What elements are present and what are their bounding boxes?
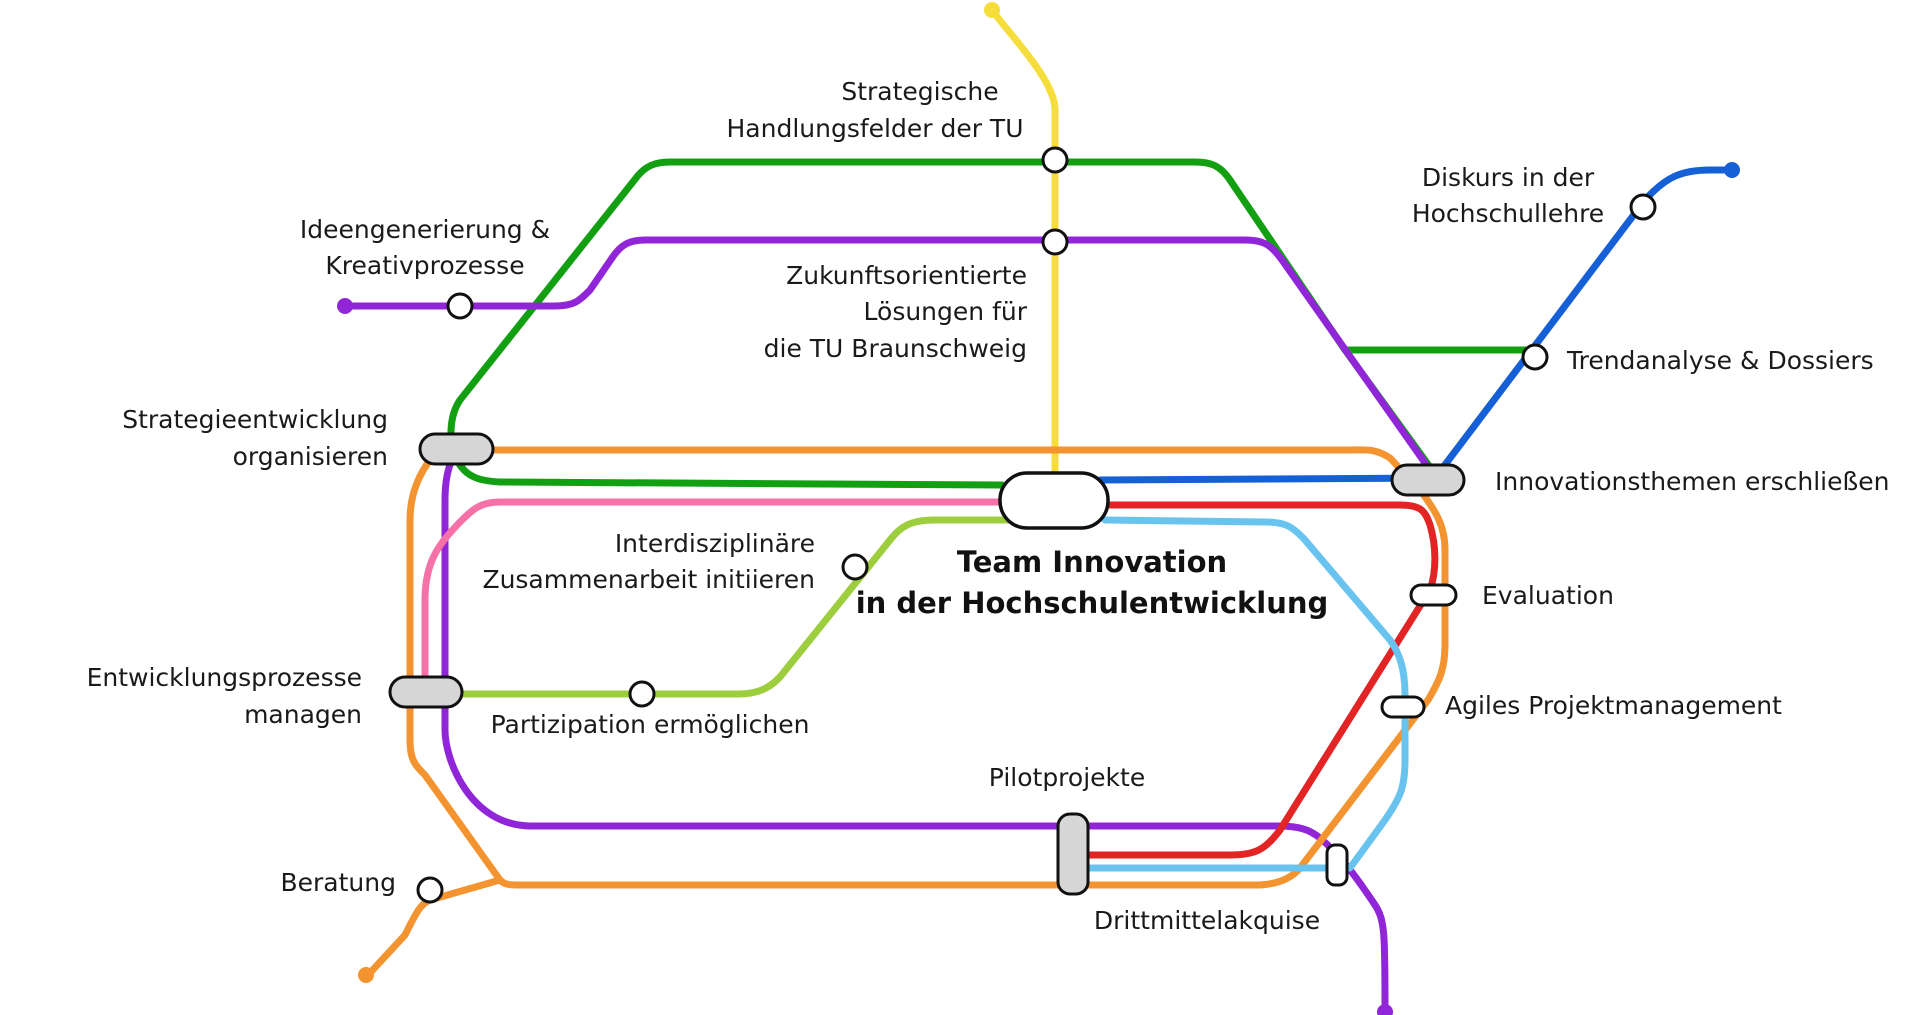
label-interdis-1: Interdisziplinäre bbox=[615, 529, 815, 558]
line-red bbox=[1064, 501, 1439, 859]
hub-strategieentwicklung bbox=[418, 432, 495, 466]
label-beratung: Beratung bbox=[281, 868, 397, 897]
label-partizipation: Partizipation ermöglichen bbox=[491, 710, 810, 739]
label-diskurs-1: Diskurs in der bbox=[1422, 163, 1595, 192]
label-interdis-2: Zusammenarbeit initiieren bbox=[482, 565, 815, 594]
label-drittmittel: Drittmittelakquise bbox=[1094, 906, 1320, 935]
label-entwicklung-2: managen bbox=[244, 700, 362, 729]
label-zukunft-1: Zukunftsorientierte bbox=[786, 261, 1027, 290]
label-ideen-2: Kreativprozesse bbox=[325, 251, 524, 280]
label-trendanalyse: Trendanalyse & Dossiers bbox=[1566, 346, 1874, 375]
label-diskurs-2: Hochschullehre bbox=[1412, 199, 1604, 228]
label-pilotprojekte: Pilotprojekte bbox=[989, 763, 1145, 792]
label-zukunft-3: die TU Braunschweig bbox=[764, 334, 1027, 363]
label-strategische-2: Handlungsfelder der TU bbox=[726, 114, 1023, 143]
line-orange bbox=[364, 436, 1449, 979]
line-skyblue bbox=[1064, 516, 1409, 872]
label-strategie-1: Strategieentwicklung bbox=[122, 405, 388, 434]
station-trendanalyse bbox=[1521, 343, 1549, 371]
center-title-line2: in der Hochschulentwicklung bbox=[856, 586, 1329, 620]
label-ideen-1: Ideengenerierung & bbox=[300, 215, 550, 244]
hub-evaluation bbox=[1409, 583, 1458, 607]
station-strategische-handlungsfelder bbox=[1041, 146, 1069, 174]
line-pink bbox=[421, 498, 1006, 694]
hub-team-innovation bbox=[998, 471, 1110, 530]
terminal-orange bbox=[358, 967, 374, 983]
line-purple bbox=[341, 236, 1434, 1014]
terminal-purple-bottom bbox=[1377, 1004, 1393, 1015]
label-agiles: Agiles Projektmanagement bbox=[1445, 691, 1782, 720]
label-innovationsthemen: Innovationsthemen erschließen bbox=[1495, 467, 1889, 496]
terminal-purple-left bbox=[337, 298, 353, 314]
hub-pilotprojekte bbox=[1056, 812, 1090, 896]
station-interdisziplinaer bbox=[841, 553, 869, 581]
label-evaluation: Evaluation bbox=[1482, 581, 1614, 610]
station-diskurs bbox=[1629, 193, 1657, 221]
station-beratung bbox=[416, 876, 444, 904]
label-zukunft-2: Lösungen für bbox=[864, 297, 1028, 326]
hub-drittmittelakquise bbox=[1325, 843, 1349, 887]
terminal-blue bbox=[1724, 162, 1740, 178]
station-ideengenerierung bbox=[446, 292, 474, 320]
label-strategische-1: Strategische bbox=[841, 77, 998, 106]
center-title-line1: Team Innovation bbox=[957, 545, 1227, 579]
line-yellow bbox=[988, 6, 1059, 482]
line-green bbox=[447, 158, 1434, 489]
line-lime bbox=[456, 516, 1019, 698]
hub-innovationsthemen bbox=[1390, 463, 1466, 497]
hub-agiles-projektmanagement bbox=[1380, 695, 1426, 719]
terminal-yellow bbox=[984, 2, 1000, 18]
label-entwicklung-1: Entwicklungsprozesse bbox=[87, 663, 362, 692]
station-zukunftsorientierte-loesungen bbox=[1041, 228, 1069, 256]
label-strategie-2: organisieren bbox=[233, 442, 388, 471]
hub-entwicklungsprozesse bbox=[388, 675, 464, 709]
station-partizipation bbox=[628, 680, 656, 708]
